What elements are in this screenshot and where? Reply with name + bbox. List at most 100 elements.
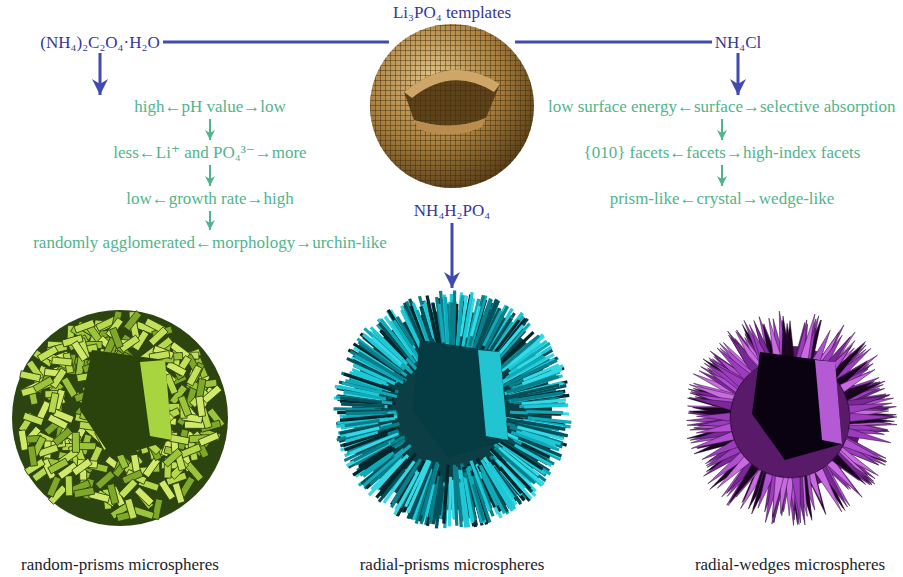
- prism-crystal: [346, 428, 380, 436]
- prism-crystal: [336, 397, 392, 403]
- prism-crystal: [124, 311, 142, 331]
- wedge-crystal: [840, 369, 875, 392]
- prism-crystal: [345, 421, 380, 426]
- shell-edge: [414, 118, 486, 135]
- radial-wedges-art: [687, 311, 898, 525]
- prism-crystal: [52, 357, 73, 366]
- prism-crystal: [344, 374, 395, 391]
- factor-text: {010} facets←facets→high-index facets: [580, 142, 864, 163]
- prism-crystal: [518, 438, 561, 456]
- wedge-crystal: [847, 428, 891, 443]
- product-sphere: random-prisms microspheres: [5, 303, 235, 575]
- sphere-body: [370, 24, 534, 188]
- factor-text: low surface energy←surface→selective abs…: [544, 96, 899, 117]
- connector-arrow: [515, 42, 738, 95]
- wedge-crystal: [833, 453, 870, 485]
- prism-crystal: [72, 432, 79, 452]
- prism-crystal: [178, 395, 192, 416]
- prism-crystal: [28, 446, 38, 467]
- prism-crystal: [471, 306, 479, 336]
- prism-crystal: [509, 341, 547, 369]
- node-text: low←growth rate→high: [126, 188, 295, 209]
- prism-crystal: [471, 461, 490, 511]
- prism-crystal: [163, 448, 182, 467]
- prism-crystal: [460, 483, 465, 528]
- prism-crystal: [444, 465, 448, 524]
- prism-crystal: [512, 343, 538, 364]
- template-sphere-art: [370, 24, 534, 188]
- connector-arrow: [209, 119, 211, 140]
- node-text: Li₃PO₄ templates: [393, 2, 511, 23]
- radial-prisms-art: [334, 290, 572, 528]
- prism-crystal: [439, 304, 444, 342]
- prism-crystal: [53, 409, 74, 423]
- prism-crystal: [346, 412, 387, 413]
- prism-crystal: [371, 459, 402, 489]
- wedge-group: [687, 311, 898, 525]
- prism-crystal: [47, 476, 61, 497]
- prism-crystal: [74, 319, 95, 333]
- cutout-facet: [815, 360, 842, 444]
- node-text: low surface energy←surface→selective abs…: [547, 96, 896, 117]
- prism-crystal: [406, 460, 428, 506]
- prism-group: [334, 290, 572, 528]
- prism-crystal: [50, 368, 67, 389]
- node-text: high←pH value→low: [95, 96, 325, 117]
- wedge-crystal: [792, 477, 801, 523]
- prism-crystal: [439, 486, 442, 515]
- template-sphere: Li₃PO₄ templates: [389, 2, 515, 188]
- product-sphere: radial-wedges microspheres: [682, 310, 898, 575]
- node-text: randomly agglomerated←morphology→urchin-…: [33, 232, 388, 253]
- product-sphere: radial-prisms microspheres: [332, 290, 572, 575]
- prism-crystal: [484, 311, 501, 346]
- prism-crystal: [524, 405, 568, 407]
- prism-crystal: [119, 479, 138, 498]
- wedge-crystal: [697, 413, 731, 421]
- cutout-texture: [404, 70, 500, 126]
- prism-crystal: [37, 346, 58, 362]
- wedge-crystal: [772, 476, 783, 517]
- prism-crystal: [180, 444, 201, 458]
- cutout-facet: [140, 360, 172, 440]
- prism-crystal: [454, 465, 457, 526]
- prism-crystal: [526, 410, 563, 414]
- edge-label: NH₄Cl: [712, 32, 765, 53]
- wedge-crystal: [717, 348, 750, 380]
- prism-crystal: [65, 476, 73, 496]
- prism-crystal: [340, 398, 382, 402]
- node-text: NH₄H₂PO₄: [413, 200, 490, 221]
- node-text: radial-wedges microspheres: [695, 554, 885, 575]
- connector-arrow: [209, 165, 211, 186]
- prism-crystal: [74, 487, 95, 497]
- wedge-crystal: [815, 468, 842, 511]
- random-prisms-art: [12, 310, 228, 526]
- cutout-interior: [412, 340, 508, 458]
- prism-crystal: [18, 430, 28, 451]
- prism-crystal: [107, 483, 119, 504]
- cutout-facet: [478, 350, 508, 440]
- node-text: less←Li⁺ and PO₄³⁻→more: [113, 142, 307, 163]
- crystal-text: prism-like←crystal→wedge-like: [606, 188, 838, 209]
- prism-crystal: [397, 317, 414, 345]
- morphology-text: randomly agglomerated←morphology→urchin-…: [30, 232, 391, 253]
- prism-crystal: [48, 392, 59, 413]
- prism-crystal: [143, 457, 160, 477]
- prism-crystal: [507, 419, 566, 429]
- prism-crystal: [359, 342, 401, 373]
- factor-text: low←growth rate→high: [123, 188, 298, 209]
- prism-group: [18, 311, 225, 522]
- wedge-crystal: [696, 423, 731, 433]
- wedge-crystal: [730, 464, 759, 502]
- prism-crystal: [449, 477, 450, 526]
- prism-crystal: [135, 487, 154, 506]
- prism-crystal: [71, 341, 88, 362]
- wedge-crystal: [786, 321, 794, 358]
- prism-crystal: [503, 432, 561, 457]
- prism-crystal: [489, 463, 514, 498]
- prism-crystal: [198, 432, 219, 446]
- prism-crystal: [357, 440, 405, 470]
- wedge-crystal: [689, 398, 732, 411]
